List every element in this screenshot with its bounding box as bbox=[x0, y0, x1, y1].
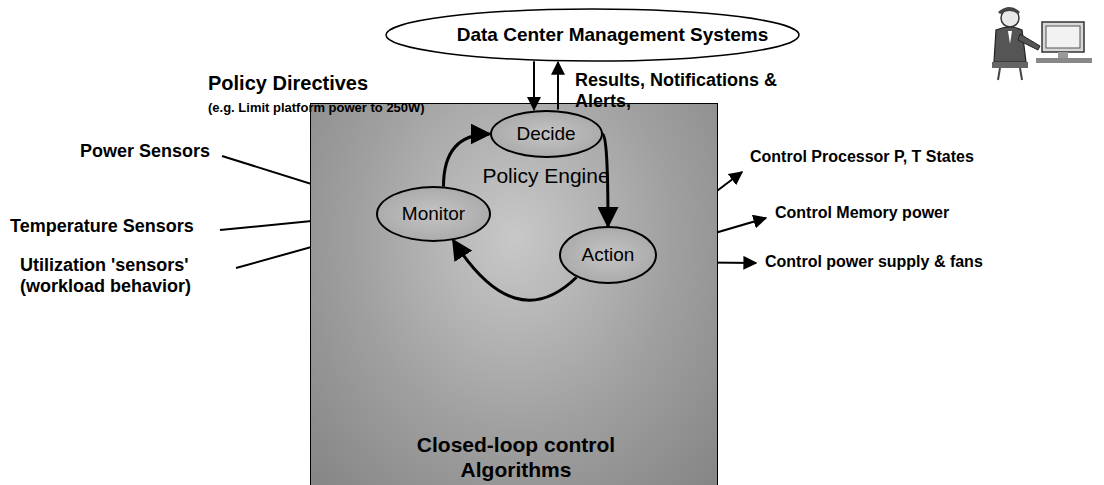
flow-connector bbox=[603, 134, 609, 226]
decide-circle: DecidePolicy Engine bbox=[446, 110, 646, 196]
action-circle: Action bbox=[559, 226, 657, 284]
annotation-label: Control power supply & fans bbox=[765, 253, 1055, 271]
annotation-label: (e.g. Limit platform power to 250W) bbox=[208, 101, 508, 116]
annotation-label: Control Processor P, T States bbox=[750, 148, 1050, 166]
circle-label: Monitor bbox=[402, 203, 465, 225]
circle-label: Decide bbox=[516, 123, 575, 145]
circle-shape: Decide bbox=[490, 110, 603, 158]
person-illustration bbox=[992, 7, 1092, 80]
flow-connector bbox=[453, 240, 576, 300]
circle-label: Action bbox=[582, 244, 635, 266]
flow-connector bbox=[533, 61, 535, 109]
flow-connector bbox=[557, 62, 559, 109]
circle-shape: Monitor bbox=[376, 186, 491, 242]
annotation-label: Power Sensors bbox=[80, 141, 280, 162]
annotation-label: Utilization 'sensors' (workload behavior… bbox=[20, 255, 235, 296]
engine-label: Policy Engine bbox=[426, 164, 666, 188]
flow-connector bbox=[443, 134, 489, 186]
circle-shape: Action bbox=[559, 226, 657, 284]
annotation-label: Control Memory power bbox=[775, 204, 1055, 222]
box-title: Closed-loop control Algorithms bbox=[381, 432, 651, 482]
monitor-circle: Monitor bbox=[376, 186, 491, 242]
system-ellipse: Data Center Management Systems bbox=[385, 8, 840, 62]
edge-label: Results, Notifications & Alerts, bbox=[575, 70, 815, 111]
edge-label: Policy Directives bbox=[208, 72, 398, 95]
system-name: Data Center Management Systems bbox=[385, 24, 840, 46]
control-box: Closed-loop control AlgorithmsDecidePoli… bbox=[310, 103, 718, 485]
annotation-label: Temperature Sensors bbox=[10, 216, 240, 237]
